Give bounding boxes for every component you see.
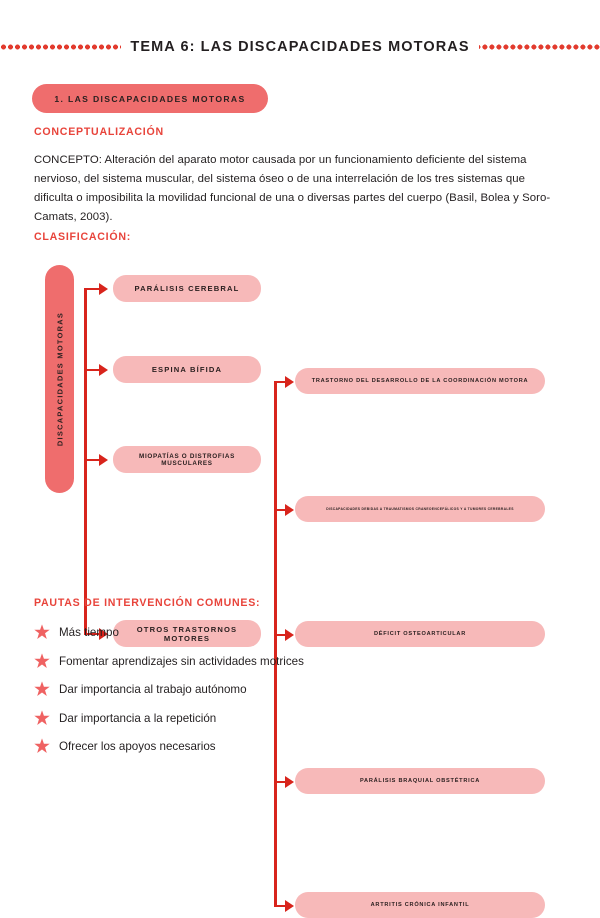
stub-level2-3: [274, 633, 287, 637]
star-icon: [34, 653, 50, 669]
star-icon: [34, 738, 50, 754]
node-deficit-osteoarticular: DÉFICIT OSTEOARTICULAR: [295, 621, 545, 647]
star-icon: [34, 710, 50, 726]
classification-diagram: DISCAPACIDADES MOTORAS PARÁLISIS CEREBRA…: [0, 255, 600, 918]
stub-level2-1: [274, 380, 287, 384]
header-dots-right: [478, 44, 600, 50]
arrowhead-level2-4: [285, 776, 294, 788]
arrowhead-level1-3: [99, 454, 108, 466]
star-icon: [34, 681, 50, 697]
list-item-label: Dar importancia a la repetición: [59, 711, 217, 725]
stub-level1-3: [84, 458, 101, 462]
arrowhead-level2-3: [285, 629, 294, 641]
section-title-pill: 1. LAS DISCAPACIDADES MOTORAS: [32, 84, 268, 113]
heading-pautas: PAUTAS DE INTERVENCIÓN COMUNES:: [34, 597, 261, 609]
stub-level2-4: [274, 780, 287, 784]
node-miopatias: MIOPATÍAS O DISTROFIAS MUSCULARES: [113, 446, 261, 473]
stub-level1-4: [84, 632, 101, 636]
list-item-label: Ofrecer los apoyos necesarios: [59, 739, 216, 753]
arrowhead-level2-1: [285, 376, 294, 388]
node-traumatismos: DISCAPACIDADES DEBIDAS A TRAUMATISMOS CR…: [295, 496, 545, 522]
spine-level2: [274, 382, 277, 906]
stub-level2-2: [274, 508, 287, 512]
arrowhead-level2-5: [285, 900, 294, 912]
node-artritis-cronica: ARTRITIS CRÓNICA INFANTIL: [295, 892, 545, 918]
arrowhead-level2-2: [285, 504, 294, 516]
list-item-label: Fomentar aprendizajes sin actividades mo…: [59, 654, 304, 668]
stub-level1-1: [84, 287, 101, 291]
spine-level1: [84, 289, 87, 634]
arrowhead-level1-1: [99, 283, 108, 295]
node-paralisis-braquial: PARÁLISIS BRAQUIAL OBSTÉTRICA: [295, 768, 545, 794]
list-item: Fomentar aprendizajes sin actividades mo…: [34, 653, 304, 669]
heading-conceptualizacion: CONCEPTUALIZACIÓN: [34, 126, 164, 138]
concept-paragraph: CONCEPTO: Alteración del aparato motor c…: [34, 154, 551, 224]
list-item-label: Dar importancia al trabajo autónomo: [59, 682, 247, 696]
list-item: Ofrecer los apoyos necesarios: [34, 738, 216, 754]
diagram-root-node: DISCAPACIDADES MOTORAS: [45, 265, 74, 493]
list-item: Dar importancia a la repetición: [34, 710, 216, 726]
node-paralisis-cerebral: PARÁLISIS CEREBRAL: [113, 275, 261, 302]
list-item-label: Más tiempo: [59, 625, 119, 639]
arrowhead-level1-2: [99, 364, 108, 376]
list-item: Más tiempo: [34, 624, 119, 640]
star-icon: [34, 624, 50, 640]
header-dots-left: [0, 44, 122, 50]
heading-clasificacion: CLASIFICACIÓN:: [34, 231, 132, 243]
page-title: TEMA 6: LAS DISCAPACIDADES MOTORAS: [130, 39, 470, 55]
node-espina-bifida: ESPINA BÍFIDA: [113, 356, 261, 383]
node-trastorno-coordinacion: TRASTORNO DEL DESARROLLO DE LA COORDINAC…: [295, 368, 545, 394]
list-item: Dar importancia al trabajo autónomo: [34, 681, 247, 697]
diagram-root-label: DISCAPACIDADES MOTORAS: [55, 311, 64, 447]
node-otros-trastornos: OTROS TRASTORNOS MOTORES: [113, 620, 261, 647]
stub-level1-2: [84, 368, 101, 372]
page-header: TEMA 6: LAS DISCAPACIDADES MOTORAS: [0, 36, 600, 58]
arrowhead-level1-4: [99, 628, 108, 640]
